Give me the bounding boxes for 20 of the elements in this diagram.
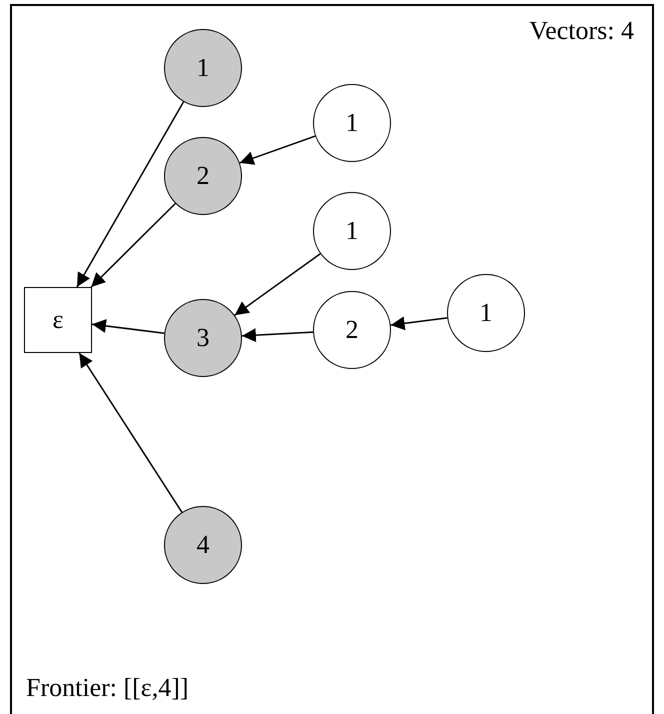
arrow xyxy=(92,319,164,334)
node-label: 1 xyxy=(480,298,492,328)
node-label: 1 xyxy=(346,216,358,246)
arrow xyxy=(240,135,316,165)
arrow xyxy=(76,101,184,288)
node-label: 3 xyxy=(196,323,210,353)
arrow xyxy=(390,316,448,330)
node-label: 1 xyxy=(346,108,358,138)
caption-text: Vectors: 4 xyxy=(529,16,634,46)
arrow xyxy=(242,328,314,342)
node-label: 2 xyxy=(196,161,210,191)
arrow xyxy=(90,202,176,288)
arrow xyxy=(78,352,182,513)
node-label: ε xyxy=(52,305,64,335)
arrow xyxy=(234,253,321,316)
root-box xyxy=(24,287,92,353)
node-label: 1 xyxy=(196,53,210,83)
node-label: 4 xyxy=(196,530,210,560)
node-label: 2 xyxy=(346,315,358,345)
caption-text: Frontier: [[ε,4]] xyxy=(26,673,189,703)
